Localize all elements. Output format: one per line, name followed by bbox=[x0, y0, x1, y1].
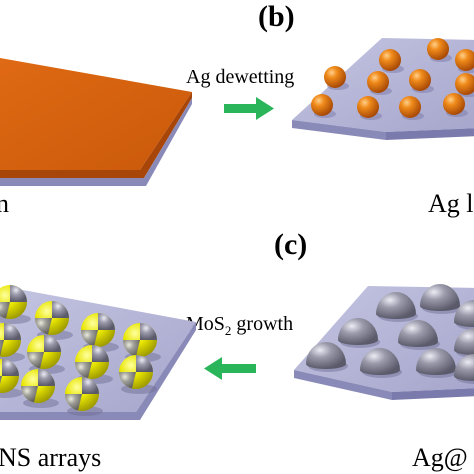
ag-nanoparticle bbox=[455, 49, 474, 71]
ag-core-segment bbox=[65, 394, 82, 411]
ag-hemisphere bbox=[454, 354, 474, 381]
ag-hemisphere bbox=[306, 342, 346, 369]
ag-core-segment bbox=[123, 340, 140, 357]
substrate-front bbox=[292, 120, 386, 140]
ag-core-segment bbox=[0, 302, 10, 319]
ag-core-segment bbox=[38, 369, 55, 386]
ag-core-segment bbox=[44, 335, 61, 352]
arrow-right-icon bbox=[224, 97, 274, 120]
ag-nanoparticle bbox=[427, 38, 449, 60]
panel-label-c: (c) bbox=[274, 228, 307, 261]
ag-hemisphere bbox=[454, 300, 474, 327]
dewetted-substrate bbox=[292, 38, 474, 140]
ag-hemisphere bbox=[420, 284, 460, 311]
substrate-side bbox=[386, 128, 474, 140]
caption-ag-at: Ag@ bbox=[412, 443, 468, 472]
substrate-front bbox=[294, 370, 392, 400]
substrate-side bbox=[0, 322, 196, 420]
ag-nanoparticle bbox=[443, 93, 465, 115]
caption-ag-film: n bbox=[0, 189, 9, 218]
ag-nanoparticle bbox=[455, 73, 474, 95]
ag-core-segment bbox=[136, 355, 153, 372]
substrate-side bbox=[392, 388, 474, 400]
ag-core-segment bbox=[2, 359, 19, 376]
panel-label-b: (b) bbox=[258, 0, 295, 33]
arrow-left-icon bbox=[204, 357, 256, 380]
caption-ag-nps: Ag l bbox=[428, 189, 474, 218]
ag-core-segment bbox=[92, 345, 109, 362]
caption-coreshell-arrays: NS arrays bbox=[0, 443, 101, 472]
ag-hemisphere bbox=[454, 328, 474, 355]
ag-nanoparticle bbox=[409, 69, 431, 91]
ag-core-segment bbox=[98, 313, 115, 330]
film-substrate bbox=[0, 58, 192, 186]
dewetting-step-label: Ag dewetting bbox=[186, 66, 294, 88]
ag-film-top bbox=[0, 58, 192, 170]
ag-core-segment bbox=[21, 386, 38, 403]
ag-core-segment bbox=[35, 318, 52, 335]
growth-step-label: MoS2 growth bbox=[186, 313, 293, 338]
ag-core-segment bbox=[27, 352, 44, 369]
ag-nanoparticles bbox=[311, 38, 474, 120]
ag-sphere-substrate bbox=[294, 284, 474, 400]
ag-hemisphere bbox=[398, 320, 438, 347]
ag-hemisphere bbox=[338, 318, 378, 345]
ag-core-segment bbox=[81, 330, 98, 347]
ag-hemisphere bbox=[376, 292, 416, 319]
ag-core-segment bbox=[0, 340, 4, 357]
ag-core-segment bbox=[82, 377, 99, 394]
ag-core-segment bbox=[0, 376, 2, 385]
ag-core-segment bbox=[75, 362, 92, 379]
ag-hemisphere bbox=[360, 348, 400, 375]
ag-core-segment bbox=[119, 372, 136, 389]
ag-core-segment bbox=[10, 285, 27, 302]
coreshell-nanoparticles bbox=[0, 285, 161, 416]
ag-hemisphere bbox=[416, 348, 456, 375]
ag-core-segment bbox=[140, 323, 157, 340]
ag-nanoparticle bbox=[379, 49, 401, 71]
ag-nanoparticle bbox=[367, 71, 389, 93]
ag-nanoparticle bbox=[357, 96, 379, 118]
coreshell-substrate bbox=[0, 285, 196, 420]
ag-hemispheres bbox=[306, 284, 474, 384]
ag-nanoparticle bbox=[311, 94, 333, 116]
ag-core-segment bbox=[4, 323, 21, 340]
ag-nanoparticle bbox=[324, 66, 346, 88]
ag-core-segment bbox=[52, 301, 69, 318]
ag-nanoparticle bbox=[399, 96, 421, 118]
